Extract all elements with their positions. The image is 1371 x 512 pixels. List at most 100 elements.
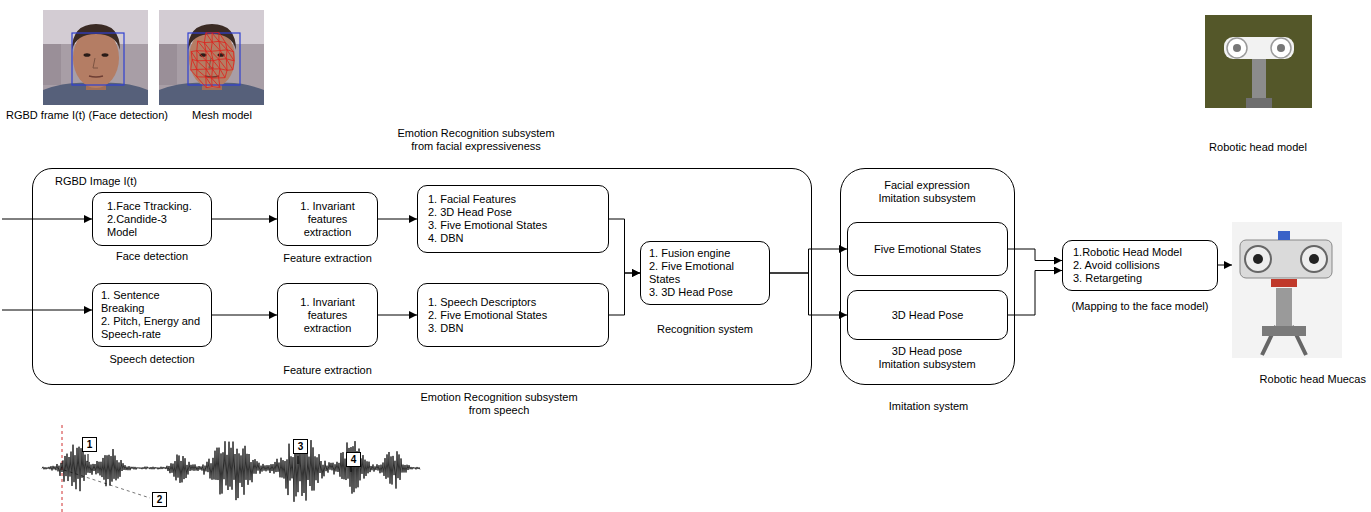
flow-arrow	[609, 273, 640, 315]
output-arrow	[1218, 265, 1232, 266]
mesh-line	[197, 69, 206, 77]
mesh-line	[220, 51, 226, 59]
process-box: 1. Invariant features extractionFeature …	[277, 283, 378, 347]
mesh-line	[191, 52, 197, 61]
process-box: 1. Speech Descriptors2. Five Emotional S…	[417, 283, 609, 347]
mesh-line	[191, 70, 197, 77]
mesh-line	[212, 42, 220, 50]
node-text: 3. DBN	[428, 322, 598, 335]
mesh-line	[233, 52, 235, 61]
figure-label: Robotic head Muecas	[1260, 373, 1366, 386]
mesh-line	[212, 86, 220, 88]
callout-number: 1	[82, 437, 97, 452]
node-text: 1. Facial Features	[428, 193, 598, 206]
face-photo	[43, 10, 148, 105]
panel-heading: Emotion Recognition subsystem from facia…	[391, 127, 561, 153]
process-box: 1. Sentence Breaking2. Pitch, Energy and…	[92, 283, 212, 347]
mesh-line	[197, 76, 206, 77]
mesh-line	[219, 32, 226, 42]
mesh-line	[212, 78, 220, 87]
mesh-line	[227, 50, 234, 61]
box-caption: Speech detection	[63, 353, 241, 366]
node-text: 2.Candide-3 Model	[107, 213, 197, 239]
node-text: 1. Speech Descriptors	[428, 296, 598, 309]
mesh-line	[225, 70, 227, 77]
node-text: 2. Five Emotional States	[649, 260, 761, 286]
panel-heading: Emotion Recognition subsystem from speec…	[414, 391, 584, 417]
mesh-line	[219, 77, 225, 78]
mesh-line	[211, 69, 213, 78]
node-text: 3D Head Pose	[854, 309, 1001, 322]
speech-waveform	[42, 425, 420, 512]
mesh-line	[196, 69, 197, 76]
mesh-line	[206, 77, 212, 87]
flow-arrow	[1008, 271, 1062, 316]
mesh-line	[206, 61, 207, 70]
mesh-line	[212, 41, 219, 43]
mesh-line	[226, 59, 233, 70]
box-caption: Recognition system	[611, 323, 799, 336]
flow-arrow	[770, 249, 847, 273]
process-box: Five Emotional States	[847, 222, 1008, 276]
face-mesh	[191, 32, 235, 87]
mesh-line	[206, 61, 212, 69]
mesh-line	[212, 69, 218, 78]
panel-heading: RGBD Image I(t)	[55, 175, 137, 188]
mesh-line	[212, 61, 214, 69]
node-text: 2. Avoid collisions	[1073, 259, 1207, 272]
mesh-line	[206, 87, 212, 88]
mesh-photo	[159, 10, 264, 105]
mesh-line	[212, 68, 219, 69]
mesh-line	[213, 59, 219, 60]
mesh-line	[191, 59, 192, 69]
node-text: 1. Sentence Breaking	[101, 289, 203, 315]
mesh-line	[206, 33, 212, 42]
mesh-line	[212, 77, 219, 78]
mesh-line	[204, 33, 206, 43]
subsystem-panel: RGBD Image I(t)Emotion Recognition subsy…	[32, 168, 812, 385]
node-text: 4. DBN	[428, 232, 598, 245]
mesh-line	[220, 49, 227, 51]
flow-arrow	[609, 219, 640, 273]
process-box: 1. Fusion engine2. Five Emotional States…	[640, 241, 770, 305]
mesh-line	[197, 60, 206, 61]
callout-number: 3	[293, 439, 308, 454]
node-text: 2. 3D Head Pose	[428, 206, 598, 219]
figure-label: Mesh model	[192, 109, 252, 122]
node-text: 1.Face Ttracking.	[107, 200, 197, 213]
mesh-line	[212, 33, 213, 42]
mesh-line	[191, 69, 197, 71]
callout-number: 4	[346, 452, 361, 467]
panel-heading: Facial expression Imitation subsystem	[862, 179, 992, 205]
mesh-line	[206, 32, 212, 33]
callout-number: 2	[152, 492, 167, 507]
box-caption: (Mapping to the face model)	[1033, 300, 1247, 313]
mesh-line	[196, 61, 197, 70]
mesh-line	[196, 41, 198, 51]
flow-arrow	[378, 315, 417, 316]
node-text: 3. 3D Head Pose	[649, 286, 761, 299]
node-text: 2. Five Emotional States	[428, 309, 598, 322]
figure-label: Robotic head model	[1200, 141, 1316, 154]
mesh-line	[218, 32, 219, 41]
mesh-line	[219, 69, 220, 78]
mesh-line	[211, 51, 219, 59]
mesh-line	[219, 58, 226, 60]
mesh-line	[192, 59, 197, 69]
mesh-line	[204, 42, 212, 43]
mesh-line	[206, 69, 212, 70]
mesh-line	[196, 51, 197, 61]
node-text: 3. Five Emotional States	[428, 219, 598, 232]
robot-head-render	[1205, 15, 1312, 108]
node-text: 1.Robotic Head Model	[1073, 246, 1207, 259]
box-caption: Face detection	[63, 250, 241, 263]
node-text: Five Emotional States	[854, 243, 1001, 256]
input-arrow	[2, 219, 92, 220]
flow-arrow	[378, 219, 417, 220]
flow-arrow	[770, 273, 847, 315]
mesh-line	[212, 33, 219, 41]
subsystem-panel: Facial expression Imitation subsystem 3D …	[840, 168, 1015, 385]
node-text: 2. Pitch, Energy and Speech-rate	[101, 315, 203, 341]
mesh-line	[227, 69, 233, 70]
node-text: 1. Invariant features extraction	[286, 200, 369, 239]
